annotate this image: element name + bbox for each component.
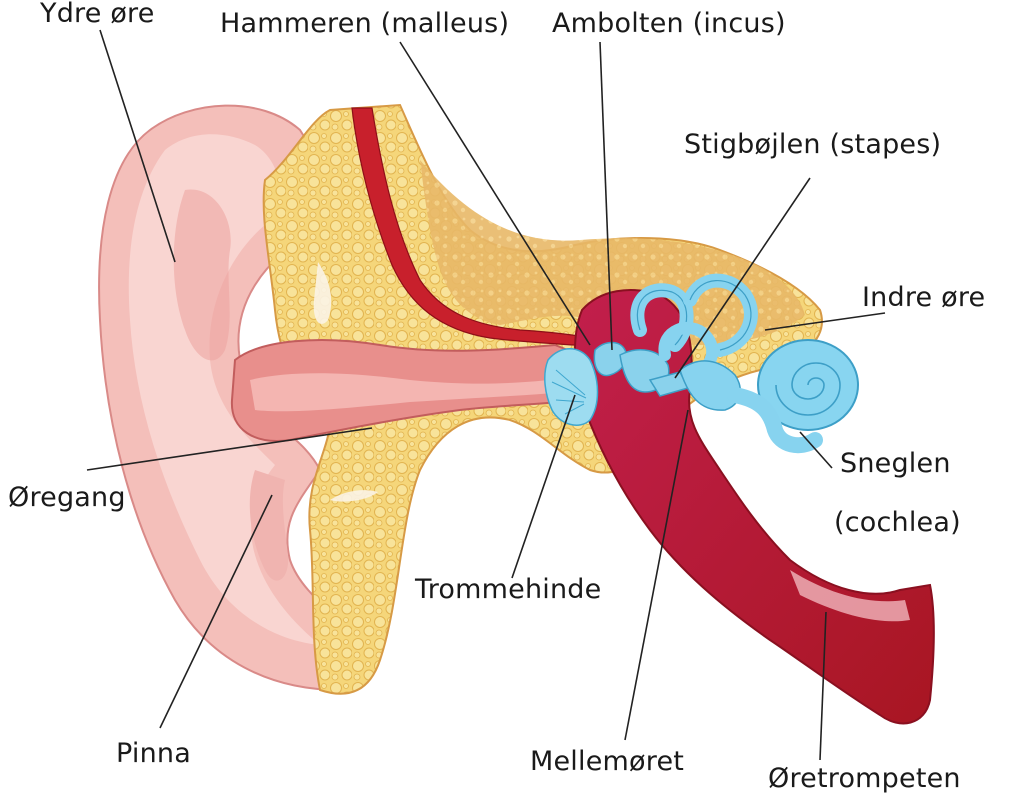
label-indre-ore: Indre øre: [862, 282, 986, 313]
leader-lines: [86, 29, 886, 761]
leader-sneglen: [799, 431, 833, 469]
leader-ydre-ore: [99, 29, 176, 263]
label-sneglen: Sneglen: [840, 448, 951, 479]
leader-mellemoret: [624, 409, 689, 741]
label-oretrompeten: Øretrompeten: [768, 763, 961, 794]
leader-pinna: [159, 494, 273, 729]
label-ambolten: Ambolten (incus): [552, 8, 786, 39]
leader-stigbojlen: [674, 177, 811, 379]
label-cochlea: (cochlea): [834, 507, 961, 538]
leader-ambolten: [599, 41, 613, 351]
leader-trommehinde: [511, 394, 576, 579]
leader-oregang: [86, 427, 373, 471]
inner-ear: [630, 273, 859, 454]
eardrum-shape: [544, 348, 599, 426]
label-ydre-ore: Ydre øre: [40, 0, 155, 29]
label-stigbojlen: Stigbøjlen (stapes): [684, 129, 942, 160]
label-hammeren: Hammeren (malleus): [220, 8, 510, 39]
leader-oretrompeten: [819, 611, 827, 761]
label-pinna: Pinna: [116, 738, 191, 769]
label-mellemoret: Mellemøret: [530, 746, 685, 777]
leader-hammeren: [399, 41, 591, 346]
label-trommehinde: Trommehinde: [415, 574, 602, 605]
label-oregang: Øregang: [8, 482, 126, 513]
leader-indre-ore: [764, 312, 886, 331]
